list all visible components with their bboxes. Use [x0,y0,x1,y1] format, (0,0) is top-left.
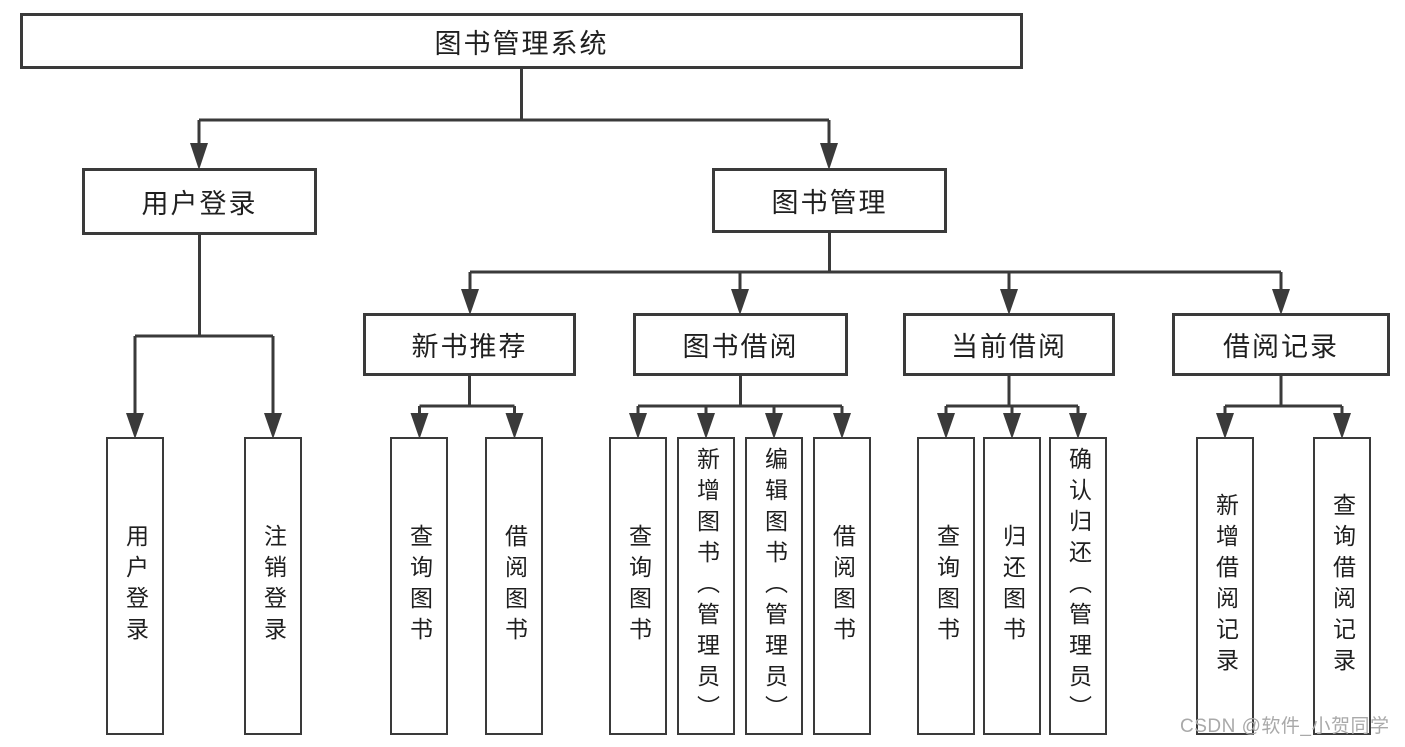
node-borrowing-records: 借阅记录 [1172,313,1390,376]
csdn-watermark: CSDN @软件_小贺同学 [1180,716,1390,737]
leaf-borrowing-edit-books-admin: 编辑图书（管理员） [745,437,803,735]
node-user-login: 用户登录 [82,168,317,235]
leaf-records-add-borrow-record: 新增借阅记录 [1196,437,1254,735]
leaf-borrowing-add-books-admin: 新增图书（管理员） [677,437,735,735]
leaf-borrowing-query-books: 查询图书 [609,437,667,735]
leaf-recommend-borrow-books: 借阅图书 [485,437,543,735]
leaf-current-confirm-return-admin: 确认归还（管理员） [1049,437,1107,735]
node-new-book-recommendation: 新书推荐 [363,313,576,376]
leaf-current-return-books: 归还图书 [983,437,1041,735]
node-book-management: 图书管理 [712,168,947,233]
leaf-current-query-books: 查询图书 [917,437,975,735]
leaf-recommend-query-books: 查询图书 [390,437,448,735]
leaf-user-login: 用户登录 [106,437,164,735]
leaf-borrowing-borrow-books: 借阅图书 [813,437,871,735]
leaf-logout: 注销登录 [244,437,302,735]
node-book-borrowing: 图书借阅 [633,313,848,376]
node-current-borrowing: 当前借阅 [903,313,1115,376]
node-root-library-management-system: 图书管理系统 [20,13,1023,69]
leaf-records-query-borrow-record: 查询借阅记录 [1313,437,1371,735]
